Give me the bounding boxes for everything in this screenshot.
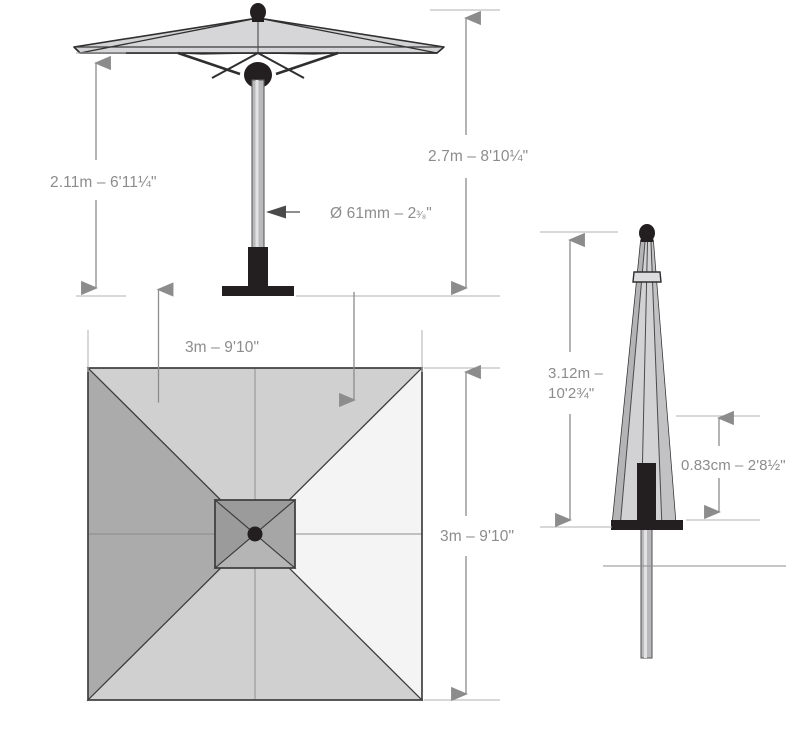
- base-column: [248, 247, 268, 289]
- overall-height-label: 2.7m – 8'10¼": [428, 148, 528, 165]
- view-front-open: 2.11m – 6'11¼" 2.7m – 8'10¼" Ø 61mm – 2³…: [50, 3, 528, 297]
- closed-height-label-line1: 3.12m –: [548, 365, 603, 382]
- base-height-label: 0.83cm – 2'8½": [681, 457, 786, 474]
- canopy-ribs: [177, 51, 339, 79]
- dimension-canopy-width: 3m – 9'10": [156, 282, 356, 408]
- pole-diameter-symbol: Ø: [330, 205, 342, 222]
- pole-highlight: [255, 80, 259, 248]
- closed-base-column: [637, 463, 656, 523]
- closed-finial: [639, 224, 655, 242]
- pole-diameter-label: Ø 61mm – 2³⁄₈": [330, 205, 432, 222]
- dimension-closed-height: 3.12m – 10'2¾": [548, 232, 603, 528]
- dimension-canopy-depth: 3m – 9'10": [440, 364, 514, 702]
- base-foot: [222, 286, 294, 296]
- closed-pole-highlight: [644, 524, 647, 658]
- plan-outline: [87, 367, 423, 701]
- closed-canopy-shade-left: [612, 240, 645, 528]
- pole-diameter-metric: 61mm: [347, 205, 390, 222]
- closed-height-label-line2: 10'2¾": [548, 385, 594, 402]
- plan-center-dot: [247, 526, 263, 542]
- dimension-canopy-height: 2.11m – 6'11¼": [50, 55, 157, 296]
- pole-diameter-imperial-whole: 2: [408, 205, 417, 222]
- view-plan: 3m – 9'10" 3m – 9'10": [86, 282, 514, 702]
- view-front-closed: 3.12m – 10'2¾" 0.83cm – 2'8½": [540, 224, 786, 659]
- dimension-base-height: 0.83cm – 2'8½": [681, 410, 786, 520]
- dimension-pole-diameter: Ø 61mm – 2³⁄₈": [266, 205, 432, 222]
- canopy-depth-label: 3m – 9'10": [440, 528, 514, 545]
- closed-canopy-shade-right: [651, 240, 676, 528]
- closed-canopy-collar: [632, 271, 662, 283]
- plan-center-hub: [213, 498, 297, 570]
- extension-lines-front: [76, 9, 500, 297]
- canopy-hub: [244, 62, 272, 88]
- closed-base-foot: [611, 520, 683, 530]
- pole-diameter-separator: –: [394, 205, 403, 222]
- dimension-overall-height: 2.7m – 8'10¼": [428, 10, 528, 296]
- canopy-height-label: 2.11m – 6'11¼": [50, 174, 157, 191]
- finial: [250, 3, 266, 22]
- pole-diameter-imperial-unit: ": [426, 205, 432, 222]
- canopy-width-label: 3m – 9'10": [185, 339, 259, 356]
- pole-diameter-arrowhead: [266, 205, 286, 219]
- pole-diameter-imperial-fraction: ³⁄₈: [416, 209, 426, 221]
